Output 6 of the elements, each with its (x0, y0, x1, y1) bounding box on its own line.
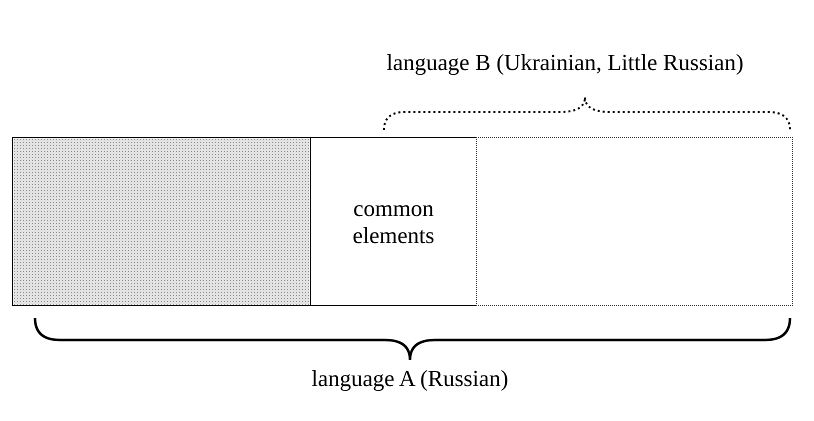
box-label: common elements (352, 194, 436, 248)
brace-label: language B (Ukrainian, Little Russian) (386, 50, 744, 76)
text-box (310, 137, 477, 306)
brace-label: language A (Russian) (312, 366, 508, 392)
dotted-box (476, 137, 793, 306)
shaded-box (12, 137, 311, 306)
